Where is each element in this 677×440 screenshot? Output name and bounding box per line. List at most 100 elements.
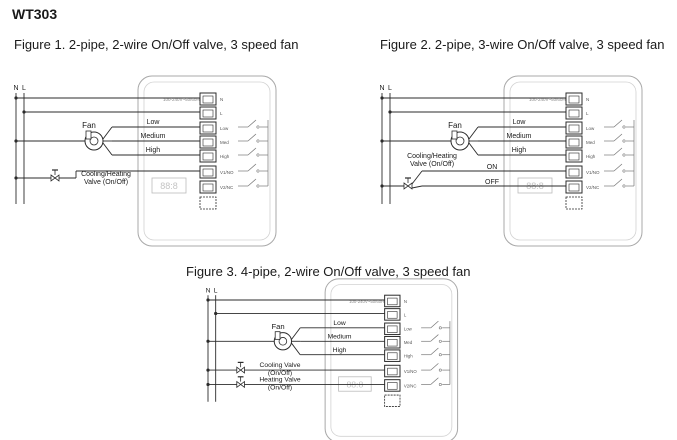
terminal-label: N [404,299,407,304]
fan-speed-label-medium: Medium [507,133,532,140]
terminal-screw [568,168,580,177]
terminal-label: Low [220,126,229,131]
terminal-label: V1/NO [220,170,234,175]
relay-contact [613,178,623,187]
fan-speed-label-low: Low [333,320,345,327]
lcd-display [338,376,372,392]
neutral-label: N [13,85,18,92]
heating-valve-label-line2: (On/Off) [268,384,292,391]
terminal-label: N [586,97,589,102]
fan-hub-icon [278,337,288,346]
terminal-block [384,322,401,336]
terminal-screw [387,325,398,333]
relay-contact [613,119,623,128]
terminal-block [384,364,401,378]
valve-icon [50,169,60,182]
terminal-n: N [199,92,223,106]
fan-high-wire [291,342,301,355]
terminal-label: V1/NO [586,170,600,175]
terminal-label: Low [404,327,413,332]
terminal-label: Med [220,140,229,145]
relay-pin [256,125,260,129]
terminal-screw [387,297,398,306]
valve-icon [236,376,245,389]
valve-on-label: ON [487,164,498,171]
relay-contact [247,147,257,156]
relay-contact [247,163,257,172]
figure-2-caption: Figure 2. 2-pipe, 3-wire On/Off valve, 3… [380,37,665,52]
fan-low-wire [102,126,113,140]
relay-pin [256,153,260,157]
terminal-v2-nc: V2/NC [199,180,234,194]
relay-contact [613,133,623,142]
fan-speed-label-medium: Medium [141,133,166,140]
relay-contact [247,119,257,128]
terminal-block [384,349,401,362]
thermostat-outline [137,75,277,247]
relay-pin [622,184,626,188]
terminal-screw [387,339,398,347]
relay-contact [247,133,257,142]
relay-pin [622,169,626,173]
live-label: L [388,85,392,92]
relay-pin [438,368,442,372]
model-title: WT303 [12,6,58,22]
aux-terminal [384,394,401,407]
fan-speed-label-low: Low [147,119,161,126]
aux-terminal [565,196,583,210]
terminal-med: Med [384,335,413,349]
fan-low-wire [291,327,301,340]
junction-dot [388,110,392,114]
thermostat-bezel [509,81,637,241]
terminal-label: V2/NC [220,185,234,190]
relay-contact [430,363,439,371]
lcd-digits: 88:8 [160,181,178,191]
lcd-display [517,177,553,194]
fan-high-wire [102,142,113,156]
relay-contact [430,334,439,342]
fan-hub-icon [455,136,465,146]
fan-hub-icon [89,136,99,146]
terminal-v1-no: V1/NO [565,165,600,179]
figure-1-caption: Figure 1. 2-pipe, 2-wire On/Off valve, 3… [14,37,299,52]
terminal-label: N [220,97,223,102]
aux-terminal [199,196,217,210]
figure-3-caption: Figure 3. 4-pipe, 2-wire On/Off valve, 3… [186,264,471,279]
fan-label: Fan [82,121,96,130]
terminal-screw [202,183,214,192]
fan-speed-label-high: High [512,147,527,154]
terminal-block [384,308,401,321]
relay-pin [256,169,260,173]
supply-voltage-label: 100-240V~50/60Hz [529,97,569,102]
fan-outlet-icon [85,130,92,140]
junction-dot [14,96,18,100]
valve-body-icon [236,366,245,374]
valve-body-icon [50,174,60,182]
valve-off-label: OFF [485,179,499,186]
fan-speed-label-low: Low [513,119,527,126]
terminal-screw [202,124,214,133]
terminal-screw [568,124,580,133]
cooling-valve-label-line2: (On/Off) [268,370,292,377]
fan-speed-label-high: High [146,147,161,154]
valve-label-line1: Cooling/Heating [81,171,131,178]
terminal-med: Med [565,135,595,149]
terminal-screw [202,109,214,118]
relay-pin [438,326,442,330]
terminal-n: N [565,92,589,106]
terminal-screw [202,138,214,147]
live-label: L [22,85,26,92]
relay-pin [256,139,260,143]
fan-outlet-icon [451,130,458,140]
terminal-screw [387,367,398,376]
junction-dot [380,96,384,100]
neutral-label: N [379,85,384,92]
supply-voltage-label: 100-240V~50/60Hz [163,97,203,102]
terminal-label: High [220,154,230,159]
terminal-block [384,379,401,392]
relay-pin [256,184,260,188]
terminal-n: N [384,294,407,308]
